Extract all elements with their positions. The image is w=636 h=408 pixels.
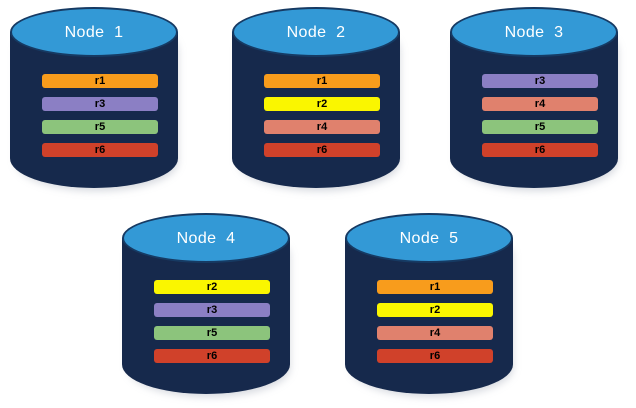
replica-label: r4 (429, 326, 441, 339)
node-label: Node 5 (399, 230, 459, 247)
database-node-1[interactable]: Node 1 r1 r3 r5 r6 (10, 7, 178, 191)
cylinder-top-icon: Node 1 (10, 7, 178, 57)
replica-list: r2 r3 r5 r6 (154, 280, 270, 363)
replica-label: r2 (429, 303, 441, 316)
cylinder-top-icon: Node 3 (450, 7, 618, 57)
node-label: Node 3 (504, 24, 564, 41)
replica-bar[interactable]: r2 (154, 280, 270, 294)
replica-label: r4 (316, 120, 328, 133)
replica-bar[interactable]: r3 (154, 303, 270, 317)
replica-label: r1 (429, 280, 441, 293)
replica-label: r1 (94, 74, 106, 87)
replica-bar[interactable]: r6 (482, 143, 598, 157)
replica-label: r2 (206, 280, 218, 293)
replica-bar[interactable]: r3 (42, 97, 158, 111)
replica-label: r6 (316, 143, 328, 156)
replica-bar[interactable]: r2 (264, 97, 380, 111)
database-node-4[interactable]: Node 4 r2 r3 r5 r6 (122, 213, 290, 397)
replica-label: r3 (94, 97, 106, 110)
database-node-2[interactable]: Node 2 r1 r2 r4 r6 (232, 7, 400, 191)
replica-label: r6 (534, 143, 546, 156)
replica-bar[interactable]: r1 (377, 280, 493, 294)
node-label: Node 1 (64, 24, 124, 41)
replica-bar[interactable]: r4 (264, 120, 380, 134)
replica-label: r6 (429, 349, 441, 362)
replica-label: r5 (206, 326, 218, 339)
database-node-3[interactable]: Node 3 r3 r4 r5 r6 (450, 7, 618, 191)
replica-label: r2 (316, 97, 328, 110)
replica-bar[interactable]: r6 (154, 349, 270, 363)
replica-bar[interactable]: r1 (42, 74, 158, 88)
database-node-5[interactable]: Node 5 r1 r2 r4 r6 (345, 213, 513, 397)
replica-bar[interactable]: r1 (264, 74, 380, 88)
replica-bar[interactable]: r4 (482, 97, 598, 111)
replica-label: r6 (94, 143, 106, 156)
replica-bar[interactable]: r3 (482, 74, 598, 88)
node-label: Node 4 (176, 230, 236, 247)
node-label: Node 2 (286, 24, 346, 41)
replica-list: r1 r2 r4 r6 (377, 280, 493, 363)
replica-list: r3 r4 r5 r6 (482, 74, 598, 157)
replica-bar[interactable]: r6 (377, 349, 493, 363)
replica-label: r6 (206, 349, 218, 362)
replica-bar[interactable]: r5 (42, 120, 158, 134)
cylinder-top-icon: Node 2 (232, 7, 400, 57)
cylinder-top-icon: Node 4 (122, 213, 290, 263)
replica-list: r1 r3 r5 r6 (42, 74, 158, 157)
replica-label: r3 (534, 74, 546, 87)
replica-label: r4 (534, 97, 546, 110)
replica-bar[interactable]: r6 (42, 143, 158, 157)
replica-bar[interactable]: r5 (482, 120, 598, 134)
cylinder-top-icon: Node 5 (345, 213, 513, 263)
replica-bar[interactable]: r5 (154, 326, 270, 340)
replica-label: r3 (206, 303, 218, 316)
replica-bar[interactable]: r2 (377, 303, 493, 317)
replica-label: r5 (94, 120, 106, 133)
replica-bar[interactable]: r4 (377, 326, 493, 340)
replica-list: r1 r2 r4 r6 (264, 74, 380, 157)
replica-bar[interactable]: r6 (264, 143, 380, 157)
replica-label: r5 (534, 120, 546, 133)
replica-label: r1 (316, 74, 328, 87)
